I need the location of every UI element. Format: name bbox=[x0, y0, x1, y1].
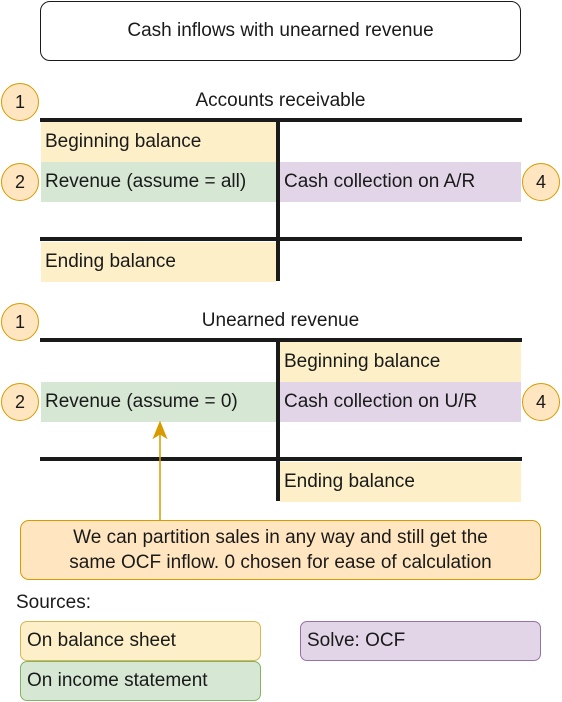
ur-revenue-badge: 2 bbox=[1, 383, 39, 421]
ur-revenue: Revenue (assume = 0) bbox=[41, 382, 276, 422]
ur-center-line bbox=[276, 340, 280, 501]
ar-account-title: Accounts receivable bbox=[195, 90, 366, 111]
note-arrow bbox=[152, 420, 168, 522]
ar-bottom-line bbox=[40, 237, 522, 241]
legend-balance-sheet: On balance sheet bbox=[20, 621, 261, 661]
partition-note-line2: same OCF inflow. 0 chosen for ease of ca… bbox=[69, 552, 492, 573]
ur-bottom-line bbox=[40, 457, 522, 461]
legend-income-statement: On income statement bbox=[20, 661, 261, 701]
note-arrow-head bbox=[152, 420, 168, 440]
ur-cash-badge: 4 bbox=[522, 383, 560, 421]
ar-center-line bbox=[276, 120, 280, 281]
ar-cash-collection: Cash collection on A/R bbox=[280, 162, 521, 202]
legend-solve-ocf: Solve: OCF bbox=[300, 621, 541, 661]
ur-beginning-balance: Beginning balance bbox=[280, 342, 521, 382]
ar-revenue-badge: 2 bbox=[1, 163, 39, 201]
partition-note: We can partition sales in any way and st… bbox=[20, 520, 541, 580]
diagram-title: Cash inflows with unearned revenue bbox=[40, 1, 521, 61]
ar-step-badge: 1 bbox=[1, 83, 39, 121]
ur-top-line bbox=[40, 338, 522, 342]
ur-ending-balance: Ending balance bbox=[280, 462, 521, 502]
ar-revenue: Revenue (assume = all) bbox=[41, 162, 276, 202]
sources-label: Sources: bbox=[16, 592, 91, 613]
ur-account-title: Unearned revenue bbox=[201, 310, 360, 331]
ur-step-badge: 1 bbox=[1, 303, 39, 341]
ar-top-line bbox=[40, 118, 522, 122]
partition-note-line1: We can partition sales in any way and st… bbox=[73, 527, 488, 548]
ar-cash-badge: 4 bbox=[522, 163, 560, 201]
ar-ending-balance: Ending balance bbox=[41, 242, 276, 282]
diagram-title-text: Cash inflows with unearned revenue bbox=[127, 20, 434, 41]
ar-beginning-balance: Beginning balance bbox=[41, 122, 276, 162]
ur-cash-collection: Cash collection on U/R bbox=[280, 382, 521, 422]
